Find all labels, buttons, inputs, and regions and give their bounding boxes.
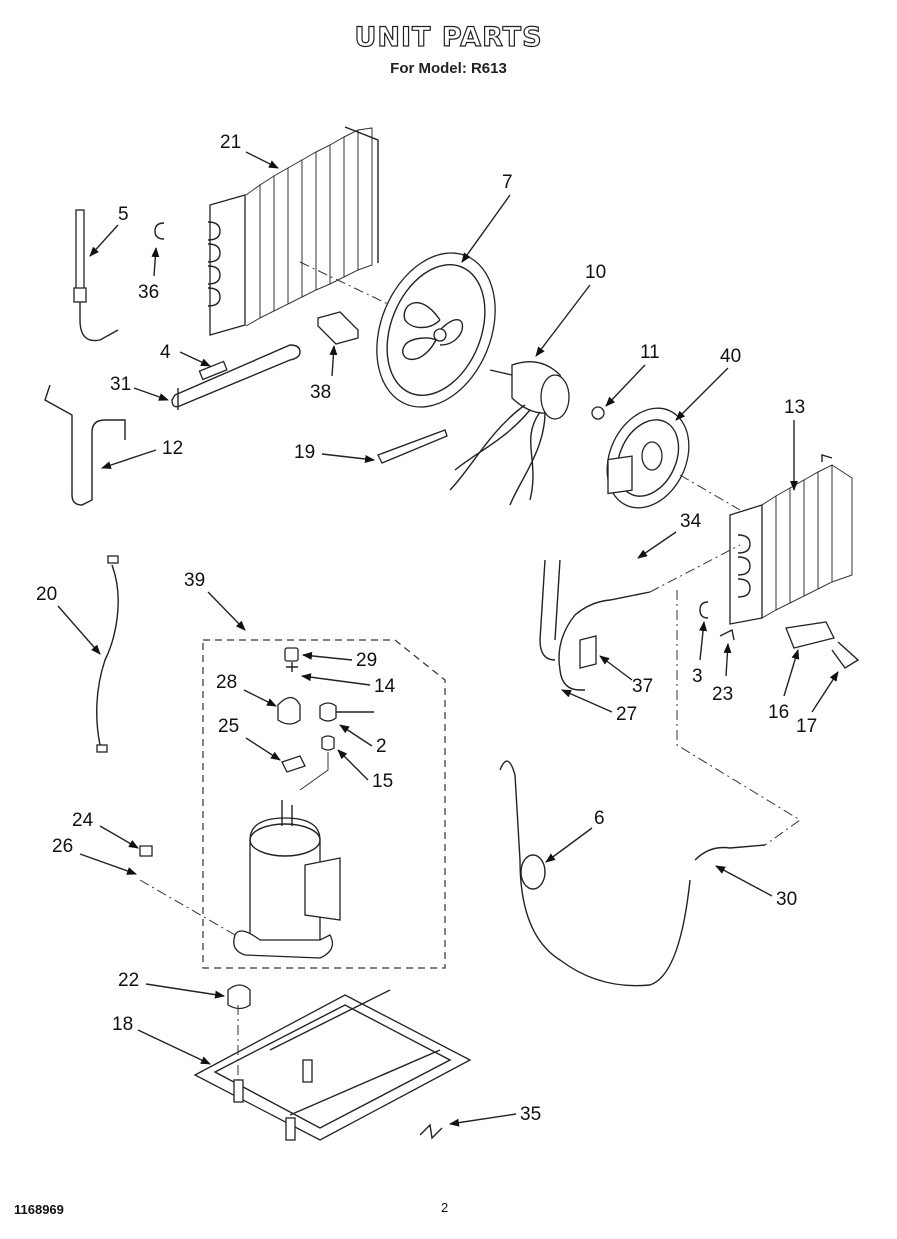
callout-20: 20 [36, 584, 57, 605]
callout-31: 31 [110, 374, 131, 395]
part-wire-harness [96, 555, 119, 753]
callout-11: 11 [640, 342, 660, 363]
callout-2: 2 [376, 736, 387, 757]
part-gasket [579, 635, 597, 669]
part-power-cord [499, 590, 801, 987]
part-screw [719, 628, 735, 641]
part-fan-shroud [376, 252, 496, 408]
callout-15: 15 [372, 771, 393, 792]
part-blower-wheel [606, 407, 741, 511]
part-cable-tie [377, 429, 448, 464]
callout-6: 6 [594, 808, 605, 829]
callout-14: 14 [374, 676, 396, 697]
page-title: UNIT PARTS [354, 21, 543, 53]
part-louver [831, 641, 860, 669]
callout-13: 13 [784, 397, 805, 418]
callout-22: 22 [118, 970, 139, 991]
callout-28: 28 [216, 672, 237, 693]
callout-4: 4 [160, 342, 171, 363]
callout-38: 38 [310, 382, 331, 403]
callout-36: 36 [138, 282, 159, 303]
part-filter-pad [607, 455, 633, 495]
callout-24: 24 [72, 810, 94, 831]
callout-7: 7 [502, 172, 513, 193]
callout-12: 12 [162, 438, 183, 459]
part-nut [591, 406, 605, 420]
page-number: 2 [441, 1200, 449, 1215]
callouts: 21 5 36 7 10 11 40 4 31 38 12 19 13 34 2… [36, 132, 839, 1127]
part-condenser-coil [207, 126, 391, 336]
callout-34: 34 [680, 511, 702, 532]
part-drain-tube [539, 559, 651, 691]
callout-30: 30 [776, 889, 797, 910]
callout-19: 19 [294, 442, 315, 463]
callout-25: 25 [218, 716, 239, 737]
callout-23: 23 [712, 684, 733, 705]
callout-29: 29 [356, 650, 377, 671]
part-overload-protector [277, 647, 374, 791]
part-deflector [785, 621, 835, 649]
callout-40: 40 [720, 346, 741, 367]
part-evaporator-coil [729, 454, 853, 625]
callout-37: 37 [632, 676, 653, 697]
part-grommet [139, 845, 251, 1010]
callout-27: 27 [616, 704, 637, 725]
part-capillary-tube [73, 209, 119, 342]
document-number: 1168969 [14, 1202, 64, 1217]
part-fan-motor [449, 361, 570, 506]
callout-10: 10 [585, 262, 606, 283]
callout-16: 16 [768, 702, 789, 723]
callout-17: 17 [796, 716, 817, 737]
callout-39: 39 [184, 570, 205, 591]
part-thermostat-bulb [171, 344, 301, 410]
part-spring-clip [419, 1123, 443, 1140]
part-clip [154, 222, 165, 240]
callout-26: 26 [52, 836, 73, 857]
part-compressor-assembly [202, 639, 446, 969]
part-base-pan [193, 989, 472, 1141]
part-retainer-clip [699, 601, 709, 619]
part-bracket [317, 311, 359, 345]
callout-35: 35 [520, 1104, 541, 1125]
callout-5: 5 [118, 204, 129, 225]
callout-21: 21 [220, 132, 241, 153]
model-subtitle: For Model: R613 [390, 60, 507, 77]
callout-3: 3 [692, 666, 703, 687]
part-tubing [44, 384, 126, 506]
callout-18: 18 [112, 1014, 133, 1035]
